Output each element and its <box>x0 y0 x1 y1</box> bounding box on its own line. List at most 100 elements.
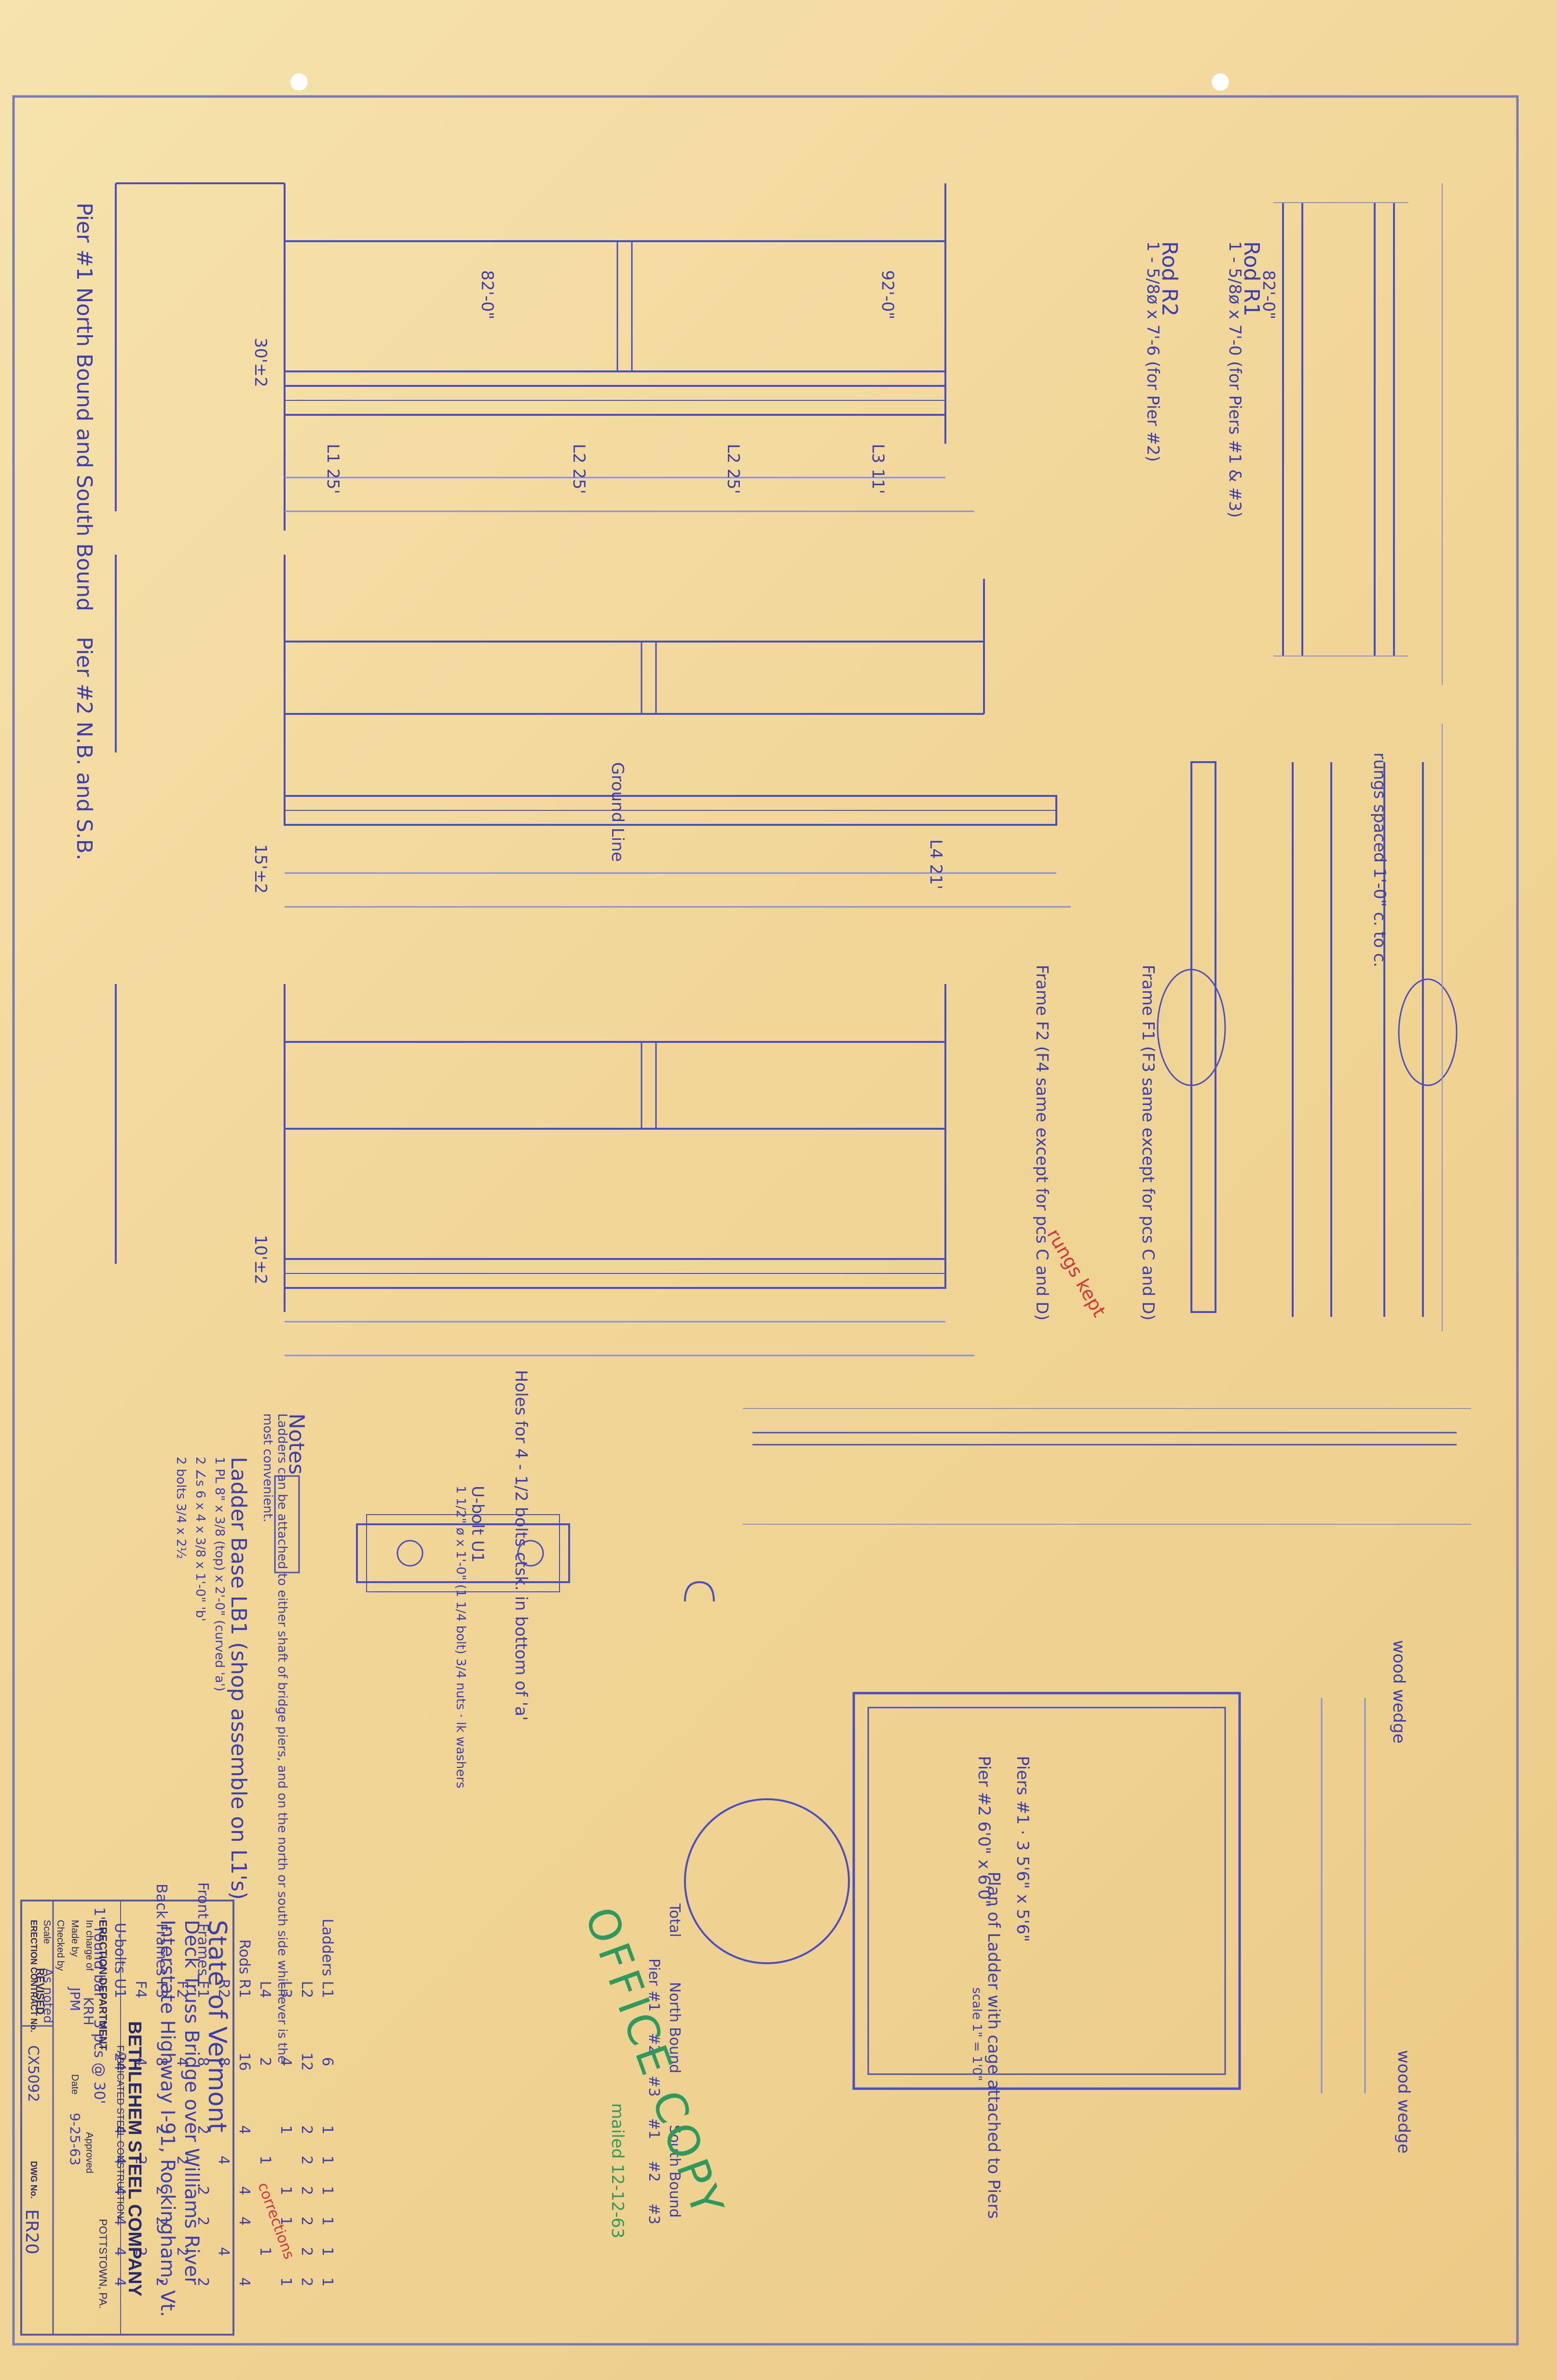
bill-item-qty: 1 <box>257 2247 273 2257</box>
title-state: State of Vermont <box>203 1920 232 2133</box>
dim-label: 30'±2 <box>251 338 270 387</box>
bill-item-qty: 1 <box>319 2155 336 2165</box>
bill-item-qty: 1 <box>319 2277 336 2287</box>
bill-item-qty: 1 <box>277 2186 294 2195</box>
sheet-border <box>12 95 1519 2346</box>
dim-label: 92'-0" <box>878 270 897 320</box>
bill-item-qty: 1 <box>319 2247 336 2257</box>
ladder-base-detail <box>274 1475 570 1592</box>
cage-plan <box>684 1581 1366 2093</box>
bill-item-name: Ladders L1 <box>319 1918 336 1998</box>
bill-item-qty: 1 <box>257 2155 273 2165</box>
bill-item-name: Rods R1 <box>236 1939 253 1998</box>
rod-details <box>1273 183 1443 685</box>
ladder-base-item: 2 ∠s 6 x 4 x 3/8 x 1'-0" 'b' <box>193 1457 207 1622</box>
bill-item-total: 4 <box>277 2057 294 2066</box>
bill-item-qty <box>213 2175 234 2206</box>
title-line3: Interstate Highway I-91, Rockingham, Vt. <box>156 1920 178 2317</box>
bill-item-qty <box>234 2236 255 2267</box>
dwg-no-label: DWG No. <box>29 2161 39 2199</box>
rungs-note: rungs spaced 1'-0" c. to c. <box>1370 752 1389 968</box>
made-by-label: Made by <box>69 1920 80 1957</box>
bill-item-qty: 2 <box>298 2277 315 2287</box>
pier3-elevation <box>115 984 974 1356</box>
holes-note: Holes for 4 - 1/2 bolts ctsk. in bottom … <box>511 1370 531 1721</box>
company-sub: FABRICATED STEEL CONSTRUCTION <box>115 2045 125 2218</box>
frame-f1-note: Frame F1 (F3 same except for pcs C and D… <box>1138 965 1158 1321</box>
bill-item-total: 16 <box>236 2052 253 2071</box>
bill-item-qty: 4 <box>236 2125 253 2134</box>
contract-value: CX5092 <box>25 2045 41 2102</box>
dim-label: L2 25' <box>569 444 588 494</box>
bill-item-qty: 1 <box>319 2216 336 2226</box>
bill-item-qty: 2 <box>298 2216 315 2226</box>
u-bolt-title: U-bolt U1 <box>468 1486 487 1563</box>
bill-item-qty: 1 <box>319 2186 336 2195</box>
made-by-value: JPM <box>67 1987 83 2011</box>
dim-label: L4 21' <box>926 839 945 889</box>
u-bolt-desc: 1 1/2" ø x 1'-0" (1 1/4 bolt) 3/4 nuts ·… <box>453 1486 468 1789</box>
bill-item-total: 2 <box>257 2057 273 2066</box>
date-value: 9-25-63 <box>67 2113 83 2166</box>
pier-2-size: Pier #2 6'0" x 6'0" <box>974 1756 994 1908</box>
dim-label: 82'-0" <box>478 270 497 320</box>
city-label: POTTSTOWN, PA. <box>97 2219 109 2309</box>
in-charge-label: In charge of <box>84 1920 95 1971</box>
pier1-elevation <box>115 182 974 531</box>
bill-item-qty: 2 <box>298 2247 315 2257</box>
title-block-frame <box>20 1900 234 2336</box>
bill-header: Total <box>666 1903 683 1938</box>
frame-f2-note: Frame F2 (F4 same except for pcs C and D… <box>1032 965 1052 1321</box>
bill-item-qty: 1 <box>277 2277 294 2287</box>
bill-item-qty: 4 <box>215 2247 232 2257</box>
wood-wedge-label-2: wood wedge <box>1394 2050 1413 2154</box>
bill-item-qty <box>213 2206 234 2236</box>
bill-item-name: L4 <box>257 1981 273 1998</box>
bill-item-name: F4 <box>132 1981 149 1998</box>
dim-label: L3 11' <box>868 444 888 494</box>
frame-details <box>1157 724 1458 1331</box>
bill-item-total: 6 <box>319 2057 336 2066</box>
dim-label: 10'±2 <box>251 1235 270 1285</box>
bill-item-qty <box>234 2145 255 2175</box>
title-line2: Deck Truss Bridge over Williams River <box>180 1920 203 2285</box>
bill-item-qty <box>275 2145 296 2175</box>
rod-r2-desc: 1 - 5/8ø x 7'-6 (for Pier #2) <box>1143 241 1162 462</box>
company-name: BETHLEHEM STEEL COMPANY <box>124 2021 145 2297</box>
scale-label: Scale <box>41 1920 52 1944</box>
dim-label: L2 25' <box>724 444 743 494</box>
date-label: Date <box>69 2074 80 2095</box>
pier2-elevation <box>115 555 1071 908</box>
bill-item-qty: 2 <box>298 2125 315 2134</box>
dept-label: ERECTION DEPARTMENT <box>97 1920 109 2051</box>
bill-item-qty: 2 <box>298 2186 315 2195</box>
punch-hole <box>290 73 308 91</box>
bill-item-qty: 4 <box>236 2216 253 2226</box>
ladder-base-item: 1 PL 8" x 3/8 (top) x 2'-0" (curved 'a') <box>212 1457 227 1692</box>
bill-item-qty: 4 <box>236 2186 253 2195</box>
checked-by-label: Checked by <box>55 1920 66 1971</box>
bill-item-name: L3 <box>277 1981 294 1998</box>
dim-label: L1 25' <box>323 444 342 494</box>
bill-item-name: L2 <box>298 1981 315 1998</box>
bill-item-qty <box>255 2115 275 2145</box>
bill-item-qty <box>213 2267 234 2297</box>
bill-item-name: U-bolts U1 <box>111 1922 128 1998</box>
pier1-title: Pier #1 North Bound and South Bound <box>72 203 96 612</box>
punch-hole <box>1212 73 1229 91</box>
mailed-stamp: mailed 12-12-63 <box>608 2103 627 2239</box>
revised-label: REVISED <box>34 1968 46 2015</box>
dim-label: 15'±2 <box>251 844 270 894</box>
plan-scale: scale 1" = 1'0" <box>970 1987 984 2081</box>
plan-caption: Plan of Ladder with cage attached to Pie… <box>984 1872 1003 2219</box>
pier2-title: Pier #2 N.B. and S.B. <box>72 637 96 861</box>
rod-r1-desc: 1 - 5/8ø x 7'-0 (for Piers #1 & #3) <box>1225 241 1244 518</box>
bill-item-total: 12 <box>298 2052 315 2071</box>
dwg-no-value: ER20 <box>22 2209 41 2255</box>
piers-13-size: Piers #1 · 3 5'6" x 5'6" <box>1013 1756 1032 1942</box>
